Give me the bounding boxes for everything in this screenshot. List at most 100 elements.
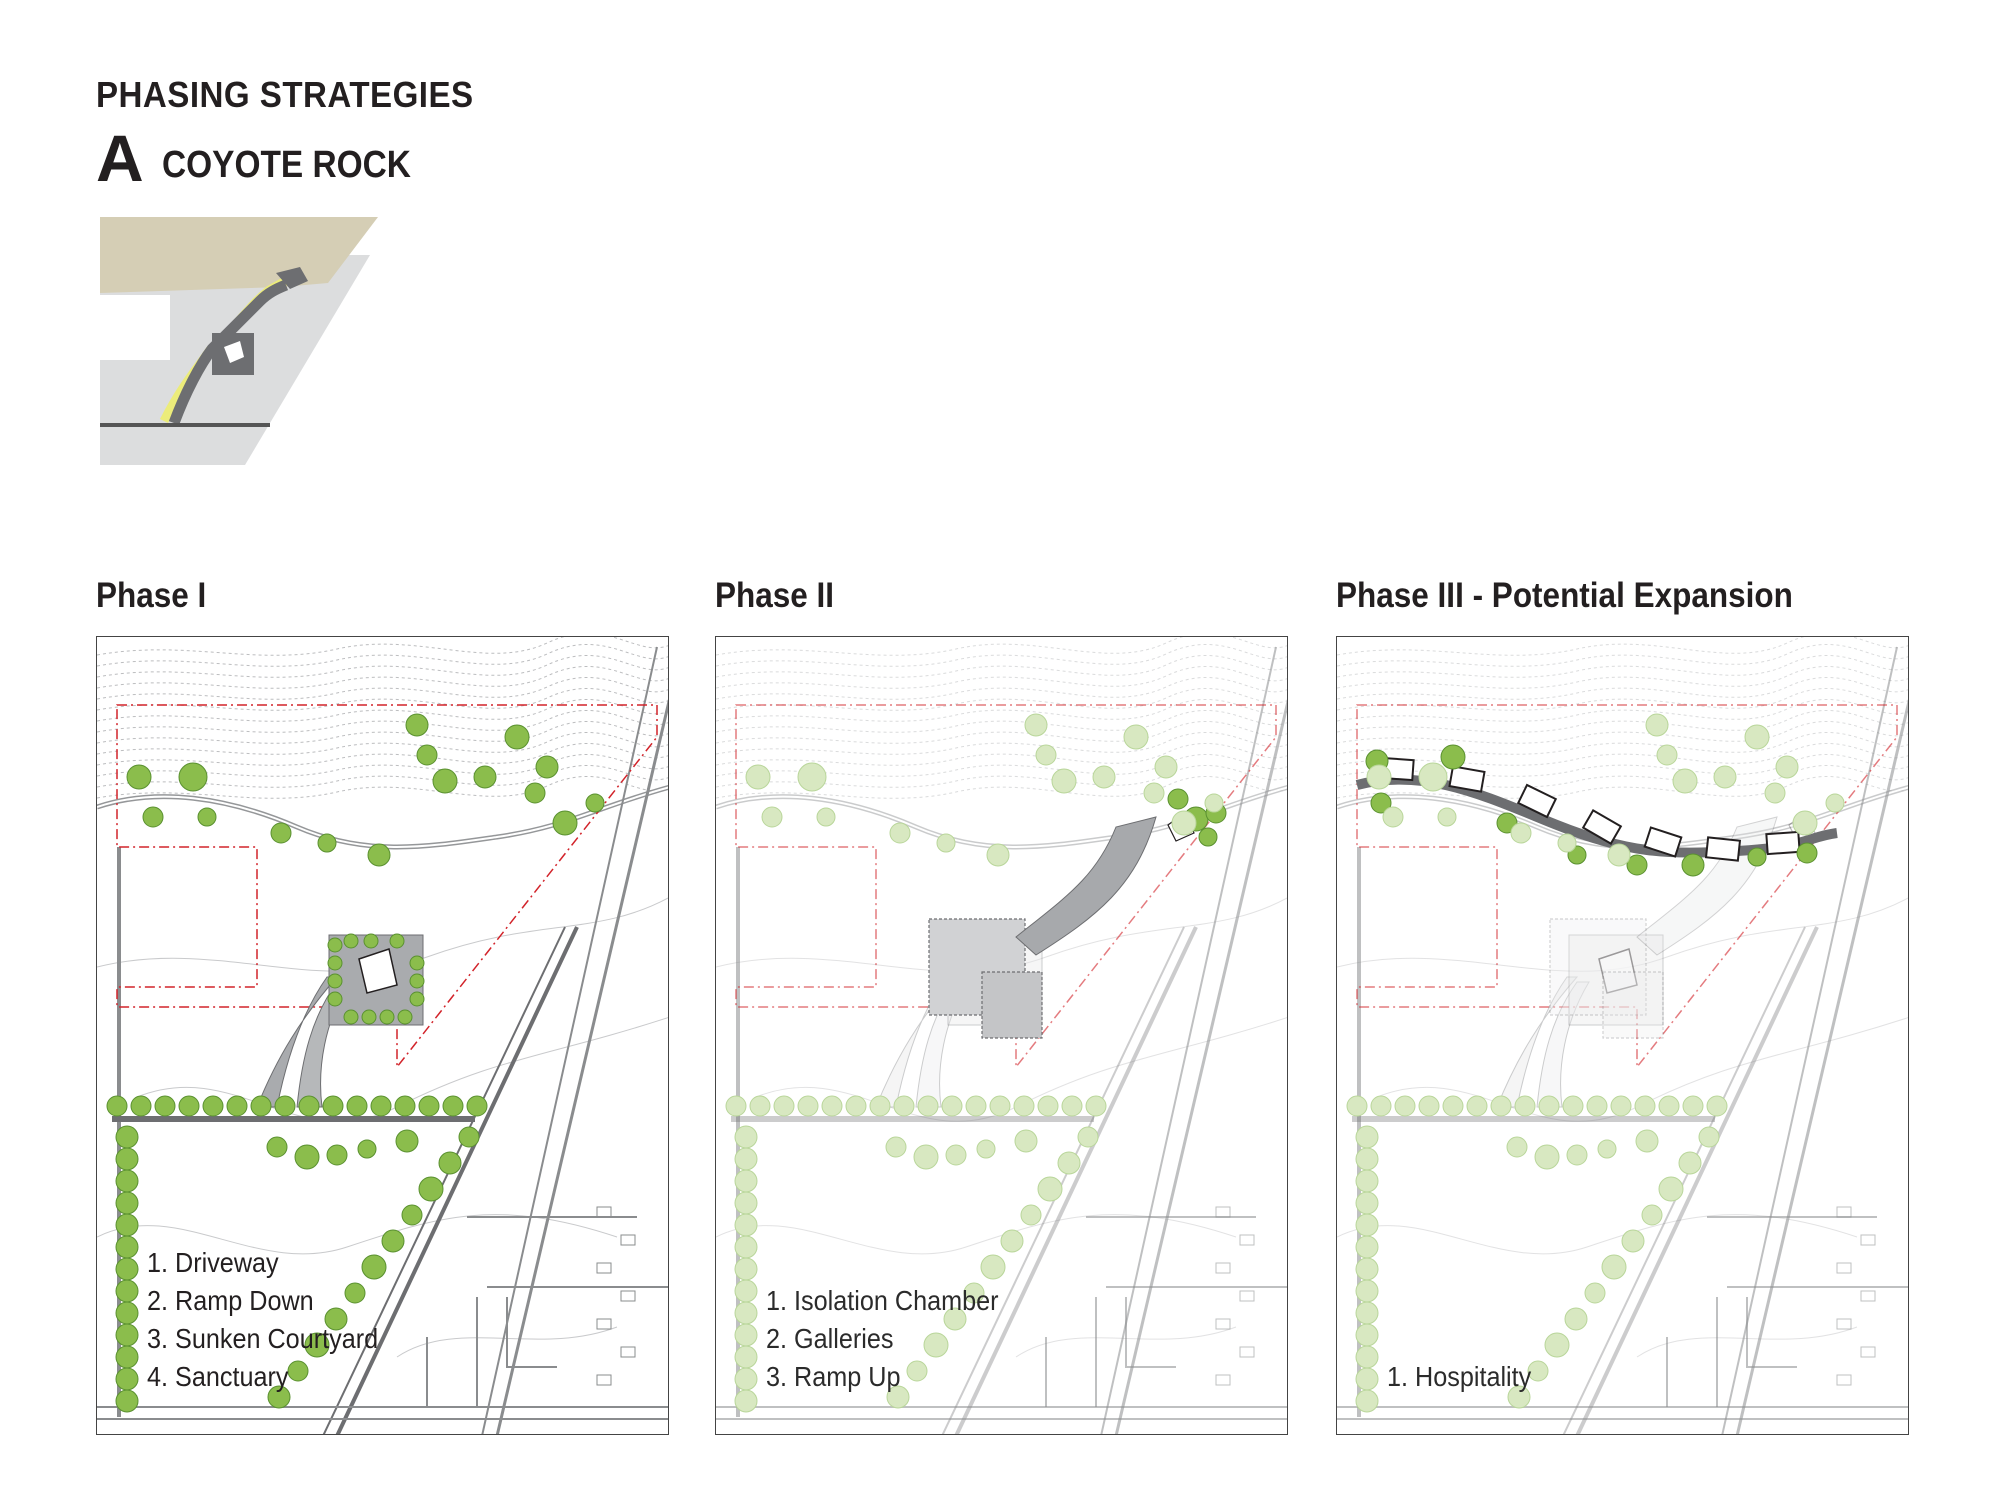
tree <box>1366 764 1392 790</box>
parcel <box>1215 1262 1231 1274</box>
tree <box>1610 1095 1632 1117</box>
tree <box>1490 1095 1512 1117</box>
legend-item: 1. Hospitality <box>1387 1361 1532 1392</box>
property-boundary <box>116 704 658 1070</box>
tree <box>405 713 429 737</box>
tree <box>130 1095 152 1117</box>
tree <box>1037 1095 1059 1117</box>
phase-1-label: Phase I <box>96 576 207 615</box>
parcel-road <box>426 1216 668 1407</box>
tree <box>734 1235 758 1259</box>
tree <box>197 807 217 827</box>
contour-line <box>97 897 668 972</box>
tree <box>1346 1095 1368 1117</box>
contour-line <box>97 776 668 799</box>
tree <box>1370 792 1392 814</box>
tree <box>1792 810 1818 836</box>
tree <box>115 1389 139 1413</box>
contour-line <box>97 677 668 700</box>
tree <box>1601 1254 1627 1280</box>
tree <box>178 1095 200 1117</box>
tree <box>304 1332 330 1358</box>
tree <box>346 1095 368 1117</box>
tree <box>1534 1144 1560 1170</box>
tree <box>734 1367 758 1391</box>
tree <box>1355 1367 1379 1391</box>
tree <box>1143 782 1165 804</box>
tree <box>1678 1151 1702 1175</box>
access-road <box>941 926 1185 1434</box>
tree <box>552 810 578 836</box>
tree <box>1562 1095 1584 1117</box>
tree <box>250 1095 272 1117</box>
tree <box>1355 1125 1379 1149</box>
phase-2-legend: 1. Isolation Chamber 2. Galleries 3. Ram… <box>766 1282 1024 1396</box>
contour-line <box>1337 776 1908 799</box>
tree <box>1658 1095 1680 1117</box>
contour-line <box>97 754 668 777</box>
tree <box>397 1009 413 1025</box>
legend-item: 2. Galleries <box>766 1323 894 1354</box>
key-map-notch <box>100 295 170 360</box>
tree <box>115 1235 139 1259</box>
site-plan <box>716 637 1287 1434</box>
tree <box>585 793 605 813</box>
tree <box>1442 1095 1464 1117</box>
key-map-hill <box>100 217 378 293</box>
tree <box>1626 854 1648 876</box>
tree <box>1586 1095 1608 1117</box>
tree <box>504 724 530 750</box>
tree <box>1355 1279 1379 1303</box>
tree <box>1355 1345 1379 1369</box>
parcel <box>1836 1262 1852 1274</box>
contour-line <box>716 677 1287 700</box>
tree <box>394 1095 416 1117</box>
gallery <box>981 971 1043 1039</box>
tree <box>357 1139 377 1159</box>
phase-2-plan: 1. Isolation Chamber 2. Galleries 3. Ram… <box>715 636 1288 1435</box>
tree <box>327 937 343 953</box>
tree <box>1355 1147 1379 1171</box>
contour-line <box>1337 644 1908 667</box>
phase-1-plan: 1. Driveway 2. Ramp Down 3. Sunken Court… <box>96 636 669 1435</box>
tree <box>361 1009 377 1025</box>
tree <box>1355 1323 1379 1347</box>
tree <box>326 1144 348 1166</box>
tree <box>1566 1144 1588 1166</box>
driveway <box>1536 981 1590 1108</box>
tree <box>1123 724 1149 750</box>
tree <box>1796 842 1818 864</box>
tree <box>1656 744 1678 766</box>
key-map-driveway <box>168 279 289 425</box>
tree <box>734 1389 758 1413</box>
tree <box>1747 847 1767 867</box>
tree <box>1013 1095 1035 1117</box>
tree <box>1037 1176 1063 1202</box>
contour-line <box>97 644 668 667</box>
contour-line <box>1337 637 1908 656</box>
tree <box>1014 1129 1038 1153</box>
tree <box>1506 1136 1528 1158</box>
tree <box>1198 827 1218 847</box>
parcel <box>1860 1290 1876 1302</box>
tree <box>274 1095 296 1117</box>
contour-line <box>716 897 1287 972</box>
contour-line <box>716 732 1287 755</box>
tree <box>1000 1229 1024 1253</box>
tree <box>869 1095 891 1117</box>
parcel <box>1860 1234 1876 1246</box>
contour-line <box>97 655 668 678</box>
tree <box>734 1213 758 1237</box>
tree <box>327 973 343 989</box>
tree <box>1514 1095 1536 1117</box>
contour-line <box>1337 743 1908 766</box>
key-map <box>100 217 378 465</box>
contour-line <box>716 776 1287 799</box>
contour-line <box>1337 721 1908 744</box>
contour-line <box>1337 688 1908 711</box>
parcel <box>1860 1346 1876 1358</box>
tree <box>1204 793 1224 813</box>
contour-line <box>716 637 1287 656</box>
tree <box>1355 1169 1379 1193</box>
tree <box>1544 1332 1570 1358</box>
